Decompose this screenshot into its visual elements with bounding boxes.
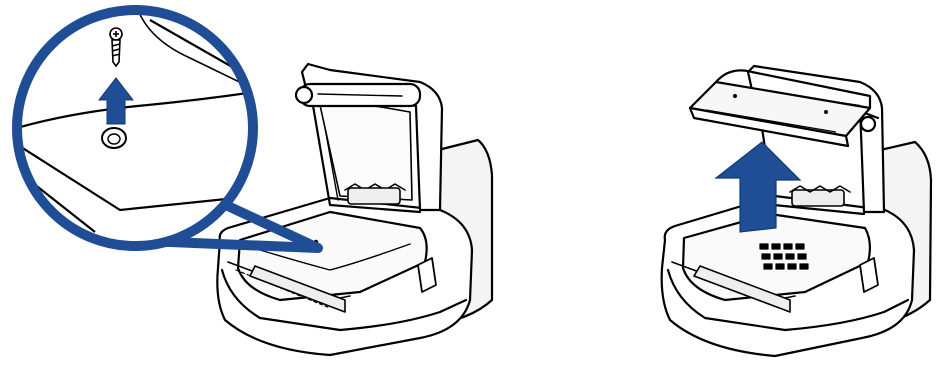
left-printer [217,64,492,355]
